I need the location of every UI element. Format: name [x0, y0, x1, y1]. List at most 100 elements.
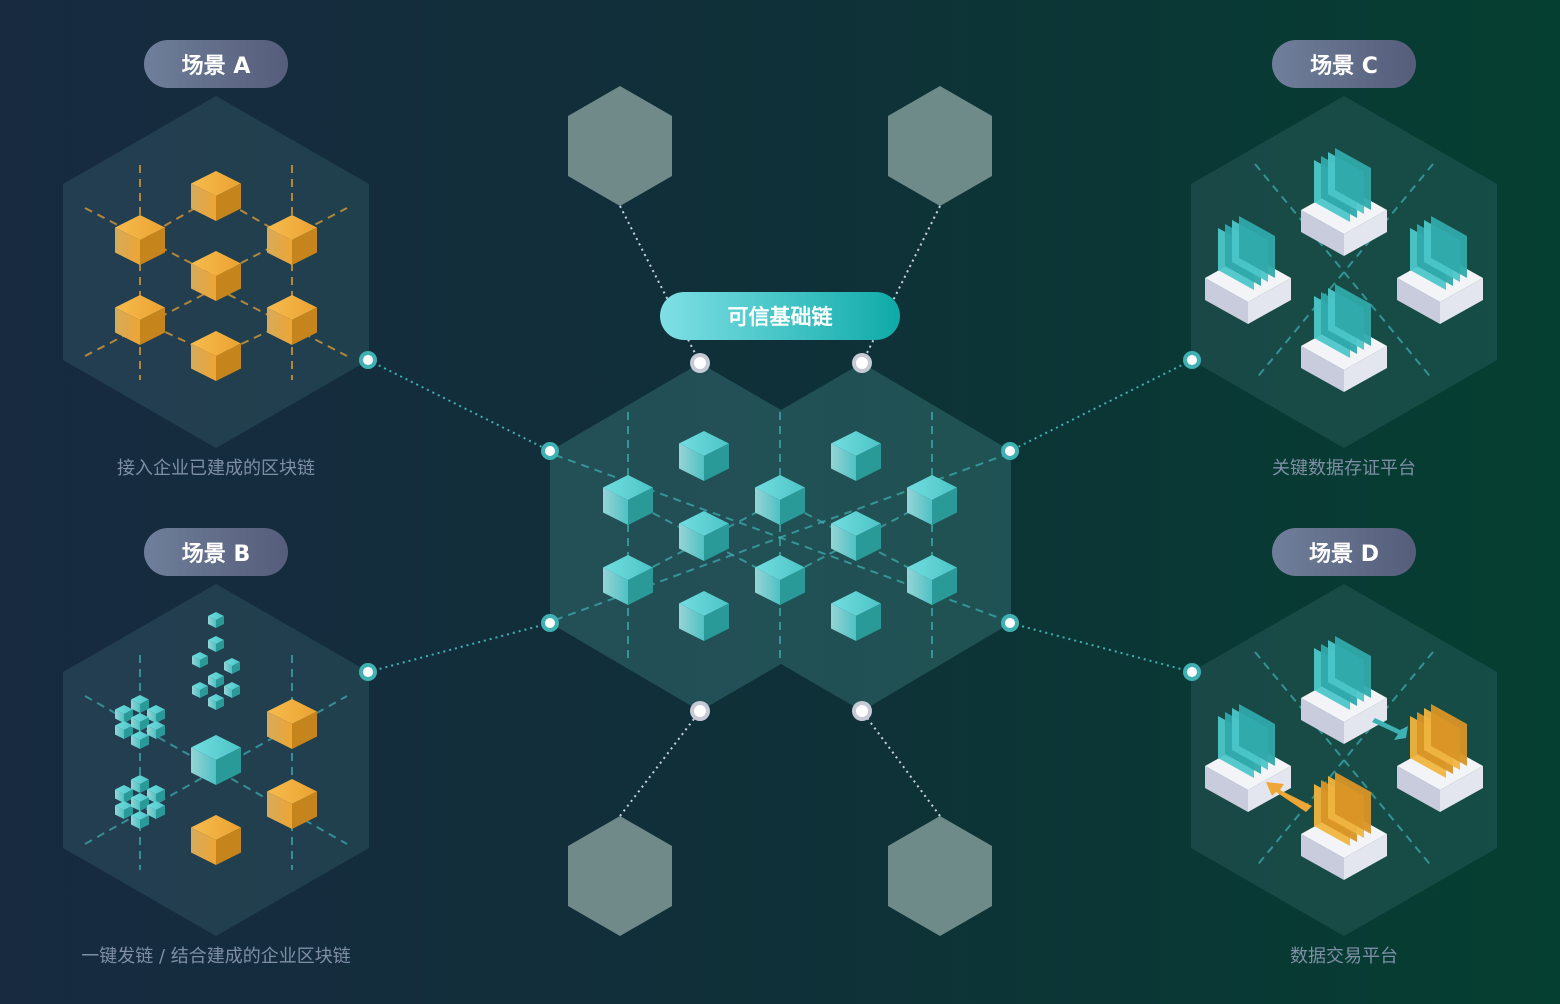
cube-face	[932, 487, 957, 525]
block-cube-teal	[603, 475, 653, 525]
cube-face	[224, 686, 232, 698]
small-cube	[115, 721, 133, 739]
cube-face	[216, 616, 224, 628]
connector-node-center	[1005, 446, 1015, 456]
server-part	[1440, 766, 1483, 812]
block-cube-orange	[191, 331, 241, 381]
small-cube	[147, 785, 165, 803]
cube-face	[292, 227, 317, 265]
cube-face	[267, 791, 292, 829]
block-cube-teal	[755, 475, 805, 525]
cube-face	[628, 487, 653, 525]
server-part	[1335, 284, 1371, 346]
dotted-link-teal	[1009, 622, 1193, 673]
server-part	[1335, 636, 1371, 698]
small-cube	[208, 612, 224, 628]
grid-line	[1254, 651, 1434, 869]
cube-face	[140, 779, 149, 793]
block-cube-teal	[907, 475, 957, 525]
cube-face	[140, 815, 149, 829]
block-cube-teal	[755, 555, 805, 605]
block-cube-orange	[191, 815, 241, 865]
connector-node-center	[694, 705, 706, 717]
cube-face	[140, 307, 165, 345]
cube-face	[704, 443, 729, 481]
dotted-link-gray	[861, 710, 941, 817]
cube-face	[115, 789, 124, 803]
storage-server	[1301, 284, 1387, 392]
server-part	[1344, 346, 1387, 392]
cube-face	[131, 735, 140, 749]
cube-face	[216, 343, 241, 381]
cube-face	[704, 523, 729, 561]
block-cube-teal	[831, 511, 881, 561]
small-cube	[208, 636, 224, 652]
connector-node-center	[1187, 355, 1197, 365]
server-part	[1301, 834, 1344, 880]
connector-node-center	[363, 355, 373, 365]
small-cube	[192, 682, 208, 698]
cube-face	[140, 735, 149, 749]
cube-face	[208, 616, 216, 628]
cube-face	[131, 779, 140, 793]
small-cube	[208, 694, 224, 710]
dotted-link-teal	[367, 622, 551, 673]
cube-face	[200, 686, 208, 698]
arrow-icon	[1266, 782, 1312, 812]
scenario-b-caption: 一键发链 / 结合建成的企业区块链	[81, 946, 351, 967]
cube-face	[124, 725, 133, 739]
cube-face	[216, 827, 241, 865]
small-cube	[131, 713, 149, 731]
cube-face	[216, 747, 241, 785]
cube-face	[216, 183, 241, 221]
cube-face	[679, 443, 704, 481]
connector-node-center	[1187, 667, 1197, 677]
scenario-d-caption: 数据交易平台	[1290, 946, 1398, 967]
small-cube	[131, 695, 149, 713]
server-part	[1239, 704, 1275, 766]
cube-face	[267, 307, 292, 345]
connector-node-center	[1005, 618, 1015, 628]
storage-server	[1397, 216, 1483, 324]
cube-face	[191, 827, 216, 865]
scenario-b-badge: 场景 B	[144, 528, 288, 576]
scenario-d-hex	[1191, 584, 1497, 936]
cube-face	[124, 789, 133, 803]
cube-face	[124, 709, 133, 723]
cube-face	[147, 805, 156, 819]
partner-chain-hex-3	[568, 816, 672, 936]
cube-face	[147, 725, 156, 739]
small-cube	[224, 658, 240, 674]
block-cube-orange	[115, 295, 165, 345]
scenario-a-badge: 场景 A	[144, 40, 288, 88]
cube-face	[831, 443, 856, 481]
cube-face	[932, 567, 957, 605]
cube-face	[208, 698, 216, 710]
server-part	[1205, 766, 1248, 812]
scenario-c-caption: 关键数据存证平台	[1272, 458, 1416, 479]
cube-face	[156, 805, 165, 819]
cube-face	[131, 699, 140, 713]
connector-node-center	[856, 705, 868, 717]
cube-face	[831, 523, 856, 561]
server-part	[1239, 216, 1275, 278]
block-cube-teal	[679, 591, 729, 641]
small-cube	[131, 793, 149, 811]
cube-face	[115, 709, 124, 723]
server-part	[1248, 278, 1291, 324]
cube-face	[191, 263, 216, 301]
connector-node-center	[363, 667, 373, 677]
connector-node-center	[856, 357, 868, 369]
cube-face	[216, 263, 241, 301]
cube-face	[856, 443, 881, 481]
cube-face	[856, 523, 881, 561]
cube-face	[140, 797, 149, 811]
cube-face	[292, 711, 317, 749]
cube-face	[115, 725, 124, 739]
server-part	[1335, 148, 1371, 210]
cube-face	[140, 699, 149, 713]
small-cube	[115, 801, 133, 819]
block-cube-orange	[267, 215, 317, 265]
scenario-c-badge: 场景 C	[1272, 40, 1416, 88]
cube-face	[780, 487, 805, 525]
